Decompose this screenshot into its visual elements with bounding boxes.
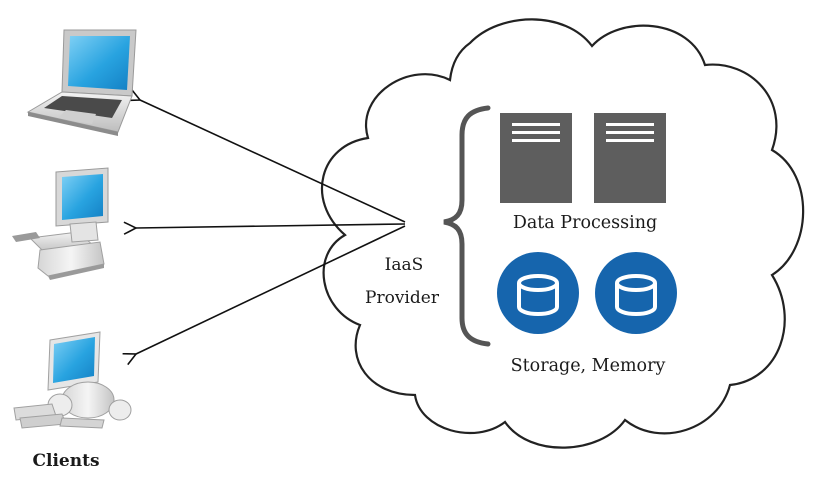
provider-label-line1: IaaS [385,255,424,275]
arrow-to-imac [136,225,406,354]
arrows [136,100,406,354]
clients-label: Clients [32,451,99,471]
provider-label-line2: Provider [365,288,440,308]
arrow-to-laptop [140,100,406,223]
arrow-to-desktop [136,224,406,228]
server-icon [594,113,666,203]
laptop-icon [26,29,137,136]
cloud-icon [320,18,805,449]
storage-memory-label: Storage, Memory [511,356,666,376]
database-icon [497,252,579,334]
curly-brace-icon [443,105,491,347]
data-processing-label: Data Processing [513,213,657,233]
imac-computer-icon [13,331,132,429]
database-icon [595,252,677,334]
server-icon [500,113,572,203]
desktop-computer-icon [12,167,109,280]
